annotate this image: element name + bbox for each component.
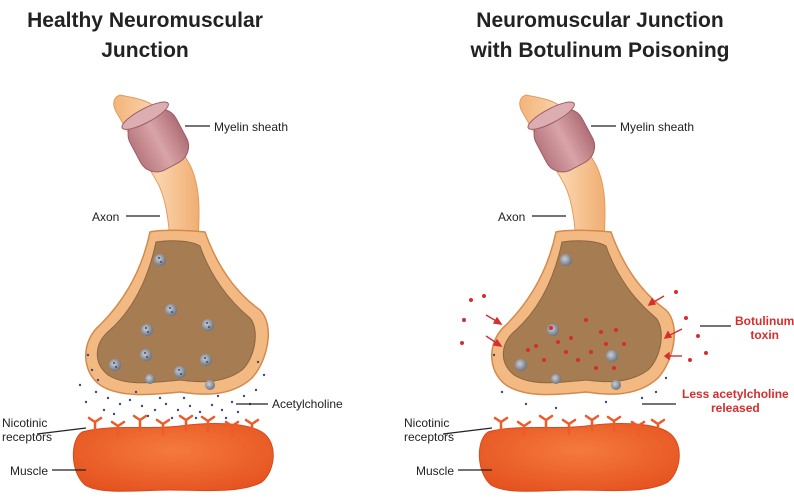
left-title-line2: Junction [101,39,189,62]
toxin-label-line2: toxin [750,328,779,342]
left-title-line1: Healthy Neuromuscular [27,9,263,32]
right-receptors-label: Nicotinic receptors [404,416,454,444]
left-receptors-line1: Nicotinic [2,416,48,430]
healthy-junction-diagram [35,93,275,493]
left-myelin-label: Myelin sheath [214,120,289,134]
botulinum-vesicles [515,254,621,390]
toxin-label: Botulinum toxin [735,314,794,342]
toxin-dots-outside [460,290,708,362]
left-muscle-label: Muscle [10,464,49,478]
botulinum-junction-drawing [441,93,681,493]
left-receptors-line2: receptors [2,430,53,444]
acetylcholine-dots-sparse [492,353,668,410]
right-muscle-label: Muscle [416,464,455,478]
right-title: Neuromuscular Junction with Botulinum Po… [440,6,760,66]
right-receptors-line2: receptors [404,430,455,444]
less-ach-line2: released [711,401,760,415]
botulinum-junction-diagram [441,93,731,493]
toxin-label-line1: Botulinum [735,314,794,328]
toxin-dots-inside [526,318,626,370]
healthy-vesicles [109,254,215,390]
right-title-line2: with Botulinum Poisoning [470,39,730,62]
left-axon-label: Axon [92,210,120,224]
toxin-arrows [485,295,683,361]
right-title-line1: Neuromuscular Junction [476,9,724,32]
right-axon-label: Axon [498,210,526,224]
less-ach-label: Less acetylcholine released [682,387,789,415]
left-receptors-label: Nicotinic receptors [2,416,52,444]
left-acetylcholine-label: Acetylcholine [272,397,343,411]
acetylcholine-dots [78,353,266,420]
right-receptors-line1: Nicotinic [404,416,450,430]
right-myelin-label: Myelin sheath [620,120,695,134]
healthy-junction-drawing [35,93,275,493]
less-ach-line1: Less acetylcholine [682,387,789,401]
left-title: Healthy Neuromuscular Junction [0,6,290,66]
